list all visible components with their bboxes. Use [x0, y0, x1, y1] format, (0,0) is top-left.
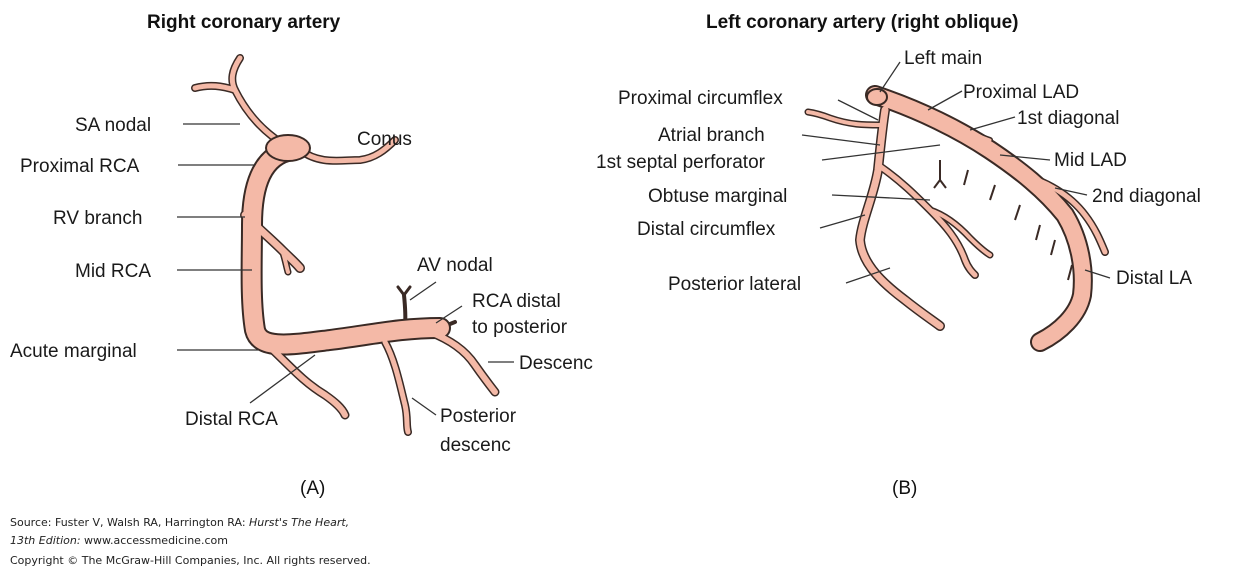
- label-conus: Conus: [357, 129, 412, 150]
- label-distal-circumflex: Distal circumflex: [637, 219, 776, 240]
- label-mid-lad: Mid LAD: [1054, 150, 1127, 171]
- label-atrial-branch: Atrial branch: [658, 125, 765, 146]
- panel-b-title: Left coronary artery (right oblique): [706, 12, 1018, 33]
- label-rca-distal-line1: RCA distal: [472, 291, 561, 312]
- label-rca-distal-line2: to posterior: [472, 317, 568, 338]
- label-rv-branch: RV branch: [53, 208, 142, 229]
- label-proximal-circumflex: Proximal circumflex: [618, 88, 783, 109]
- label-sa-nodal: SA nodal: [75, 115, 151, 136]
- rca-vessels: [195, 58, 495, 432]
- label-posterior-lateral: Posterior lateral: [668, 274, 801, 295]
- label-left-main: Left main: [904, 48, 982, 69]
- label-posterior-line1: Posterior: [440, 406, 517, 427]
- label-distal-la: Distal LA: [1116, 268, 1192, 289]
- label-distal-rca: Distal RCA: [185, 409, 278, 430]
- label-mid-rca: Mid RCA: [75, 261, 151, 282]
- label-2nd-diagonal: 2nd diagonal: [1092, 186, 1201, 207]
- source-credit: Source: Fuster V, Walsh RA, Harrington R…: [10, 516, 371, 567]
- label-1st-diagonal: 1st diagonal: [1017, 108, 1119, 129]
- label-obtuse-marginal: Obtuse marginal: [648, 186, 787, 207]
- label-posterior-line2: descenc: [440, 435, 511, 456]
- label-descenc: Descenc: [519, 353, 593, 374]
- panel-a-title: Right coronary artery: [147, 12, 341, 33]
- label-proximal-lad: Proximal LAD: [963, 82, 1079, 103]
- panel-b-tag: (B): [892, 478, 917, 499]
- label-acute-marginal: Acute marginal: [10, 341, 137, 362]
- copyright-line: Copyright © The McGraw-Hill Companies, I…: [10, 554, 371, 567]
- label-av-nodal: AV nodal: [417, 255, 493, 276]
- label-proximal-rca: Proximal RCA: [20, 156, 140, 177]
- source-line-2: 13th Edition: www.accessmedicine.com: [10, 534, 228, 547]
- source-line-1: Source: Fuster V, Walsh RA, Harrington R…: [10, 516, 349, 529]
- panel-a-tag: (A): [300, 478, 325, 499]
- label-1st-septal-perforator: 1st septal perforator: [596, 152, 766, 173]
